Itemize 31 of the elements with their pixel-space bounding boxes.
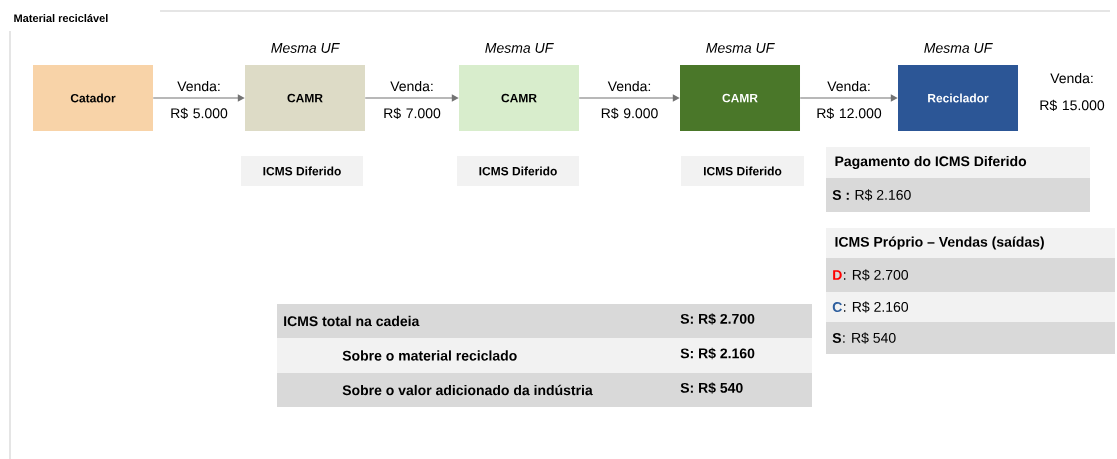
status-box: ICMS Diferido — [457, 156, 579, 186]
table-row: Sobre o material reciclado S: R$ 2.160 — [277, 338, 812, 373]
table-row: C: R$ 2.160 — [826, 292, 1115, 322]
arrow — [799, 94, 898, 102]
status-box: ICMS Diferido — [681, 156, 804, 186]
title: Material reciclável — [14, 13, 108, 23]
sale-note: Venda: R$ 15.000 — [1040, 72, 1105, 112]
process-box: CAMR — [459, 65, 579, 131]
table-row: Sobre o valor adicionado da indústria S: R$ 540 — [277, 373, 812, 407]
table-header: Pagamento do ICMS Diferido — [826, 147, 1090, 178]
node-caption: Mesma UF — [485, 43, 554, 53]
table-row: S : R$ 2.160 — [826, 178, 1090, 212]
arrow — [152, 94, 245, 102]
arrow — [364, 94, 459, 102]
edge-label: Venda: R$ 9.000 — [601, 80, 658, 120]
node-caption: Mesma UF — [924, 43, 993, 53]
process-box: CAMR — [245, 65, 365, 131]
node-caption: Mesma UF — [706, 43, 775, 53]
edge-label: Venda: R$ 12.000 — [817, 80, 882, 120]
arrow — [578, 94, 680, 102]
edge-label: Venda: R$ 5.000 — [171, 80, 228, 120]
table-row: D : R$ 2.700 — [826, 258, 1115, 292]
table-row: ICMS total na cadeia S: R$ 2.700 — [277, 304, 812, 338]
status-box: ICMS Diferido — [241, 156, 363, 186]
process-box: CAMR — [680, 65, 800, 131]
table-row: S: R$ 540 — [826, 322, 1115, 354]
table-header: ICMS Próprio – Vendas (saídas) — [826, 228, 1115, 258]
edge-label: Venda: R$ 7.000 — [384, 80, 441, 120]
node-caption: Mesma UF — [271, 43, 340, 53]
process-box: Reciclador — [898, 65, 1018, 131]
process-box: Catador — [33, 65, 153, 131]
